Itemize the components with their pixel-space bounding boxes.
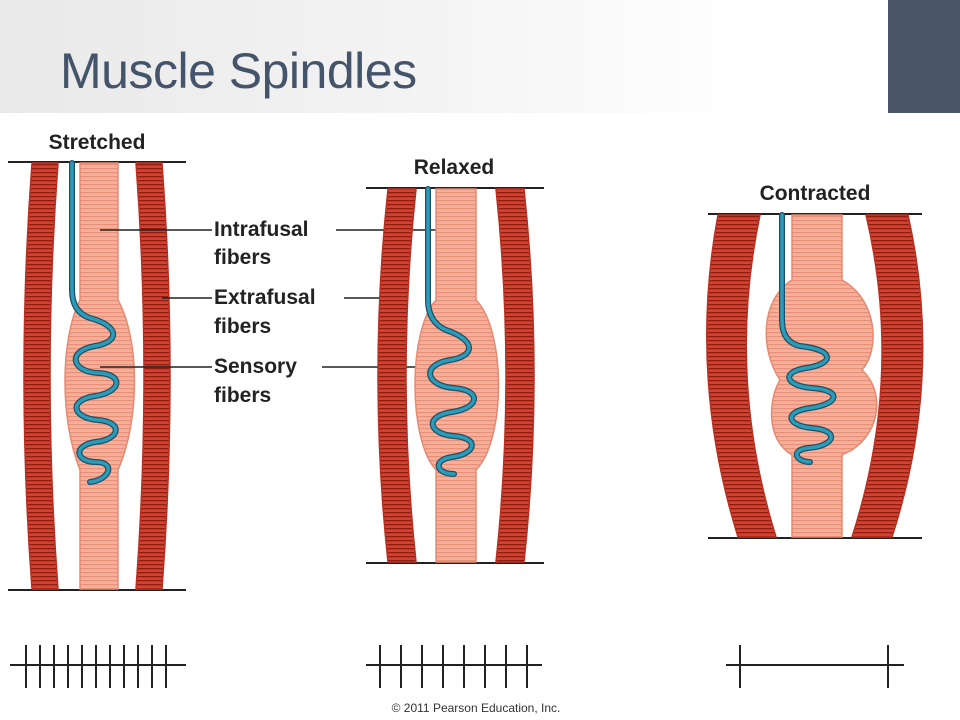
intrafusal-fiber xyxy=(414,188,500,563)
panel-relaxed: Relaxed xyxy=(366,156,544,564)
callout-extrafusal: Extrafusal xyxy=(214,286,316,309)
firing-rate-stretched xyxy=(10,645,186,688)
extrafusal-fiber xyxy=(850,214,924,538)
title-band xyxy=(0,0,888,113)
sensory-fiber xyxy=(426,187,476,476)
sensory-fiber xyxy=(780,213,836,464)
copyright-notice: © 2011 Pearson Education, Inc. xyxy=(392,701,561,715)
callout-intrafusal: Intrafusal xyxy=(214,218,309,241)
extrafusal-fiber xyxy=(135,162,171,590)
intrafusal-fiber xyxy=(765,214,878,538)
panel-contracted: Contracted xyxy=(706,182,924,539)
callout-intrafusal-2: fibers xyxy=(214,246,271,269)
callout-extrafusal-2: fibers xyxy=(214,315,271,338)
extrafusal-fiber xyxy=(23,162,59,590)
extrafusal-fiber xyxy=(495,188,535,563)
panel-label-relaxed: Relaxed xyxy=(414,156,495,179)
callout-sensory: Sensory xyxy=(214,355,297,378)
slide-title: Muscle Spindles xyxy=(60,43,417,99)
firing-rate-contracted xyxy=(726,645,904,688)
firing-rate-relaxed xyxy=(366,645,542,688)
accent-block xyxy=(888,0,960,113)
panel-label-stretched: Stretched xyxy=(49,131,146,154)
extrafusal-fiber xyxy=(706,214,778,538)
panel-label-contracted: Contracted xyxy=(760,182,871,205)
panel-stretched: Stretched xyxy=(8,131,186,591)
muscle-spindle-diagram: Stretched Intrafusal fibers Extrafusal f… xyxy=(8,131,924,715)
callout-sensory-2: fibers xyxy=(214,384,271,407)
extrafusal-fiber xyxy=(377,188,417,563)
sensory-fiber xyxy=(70,161,119,484)
